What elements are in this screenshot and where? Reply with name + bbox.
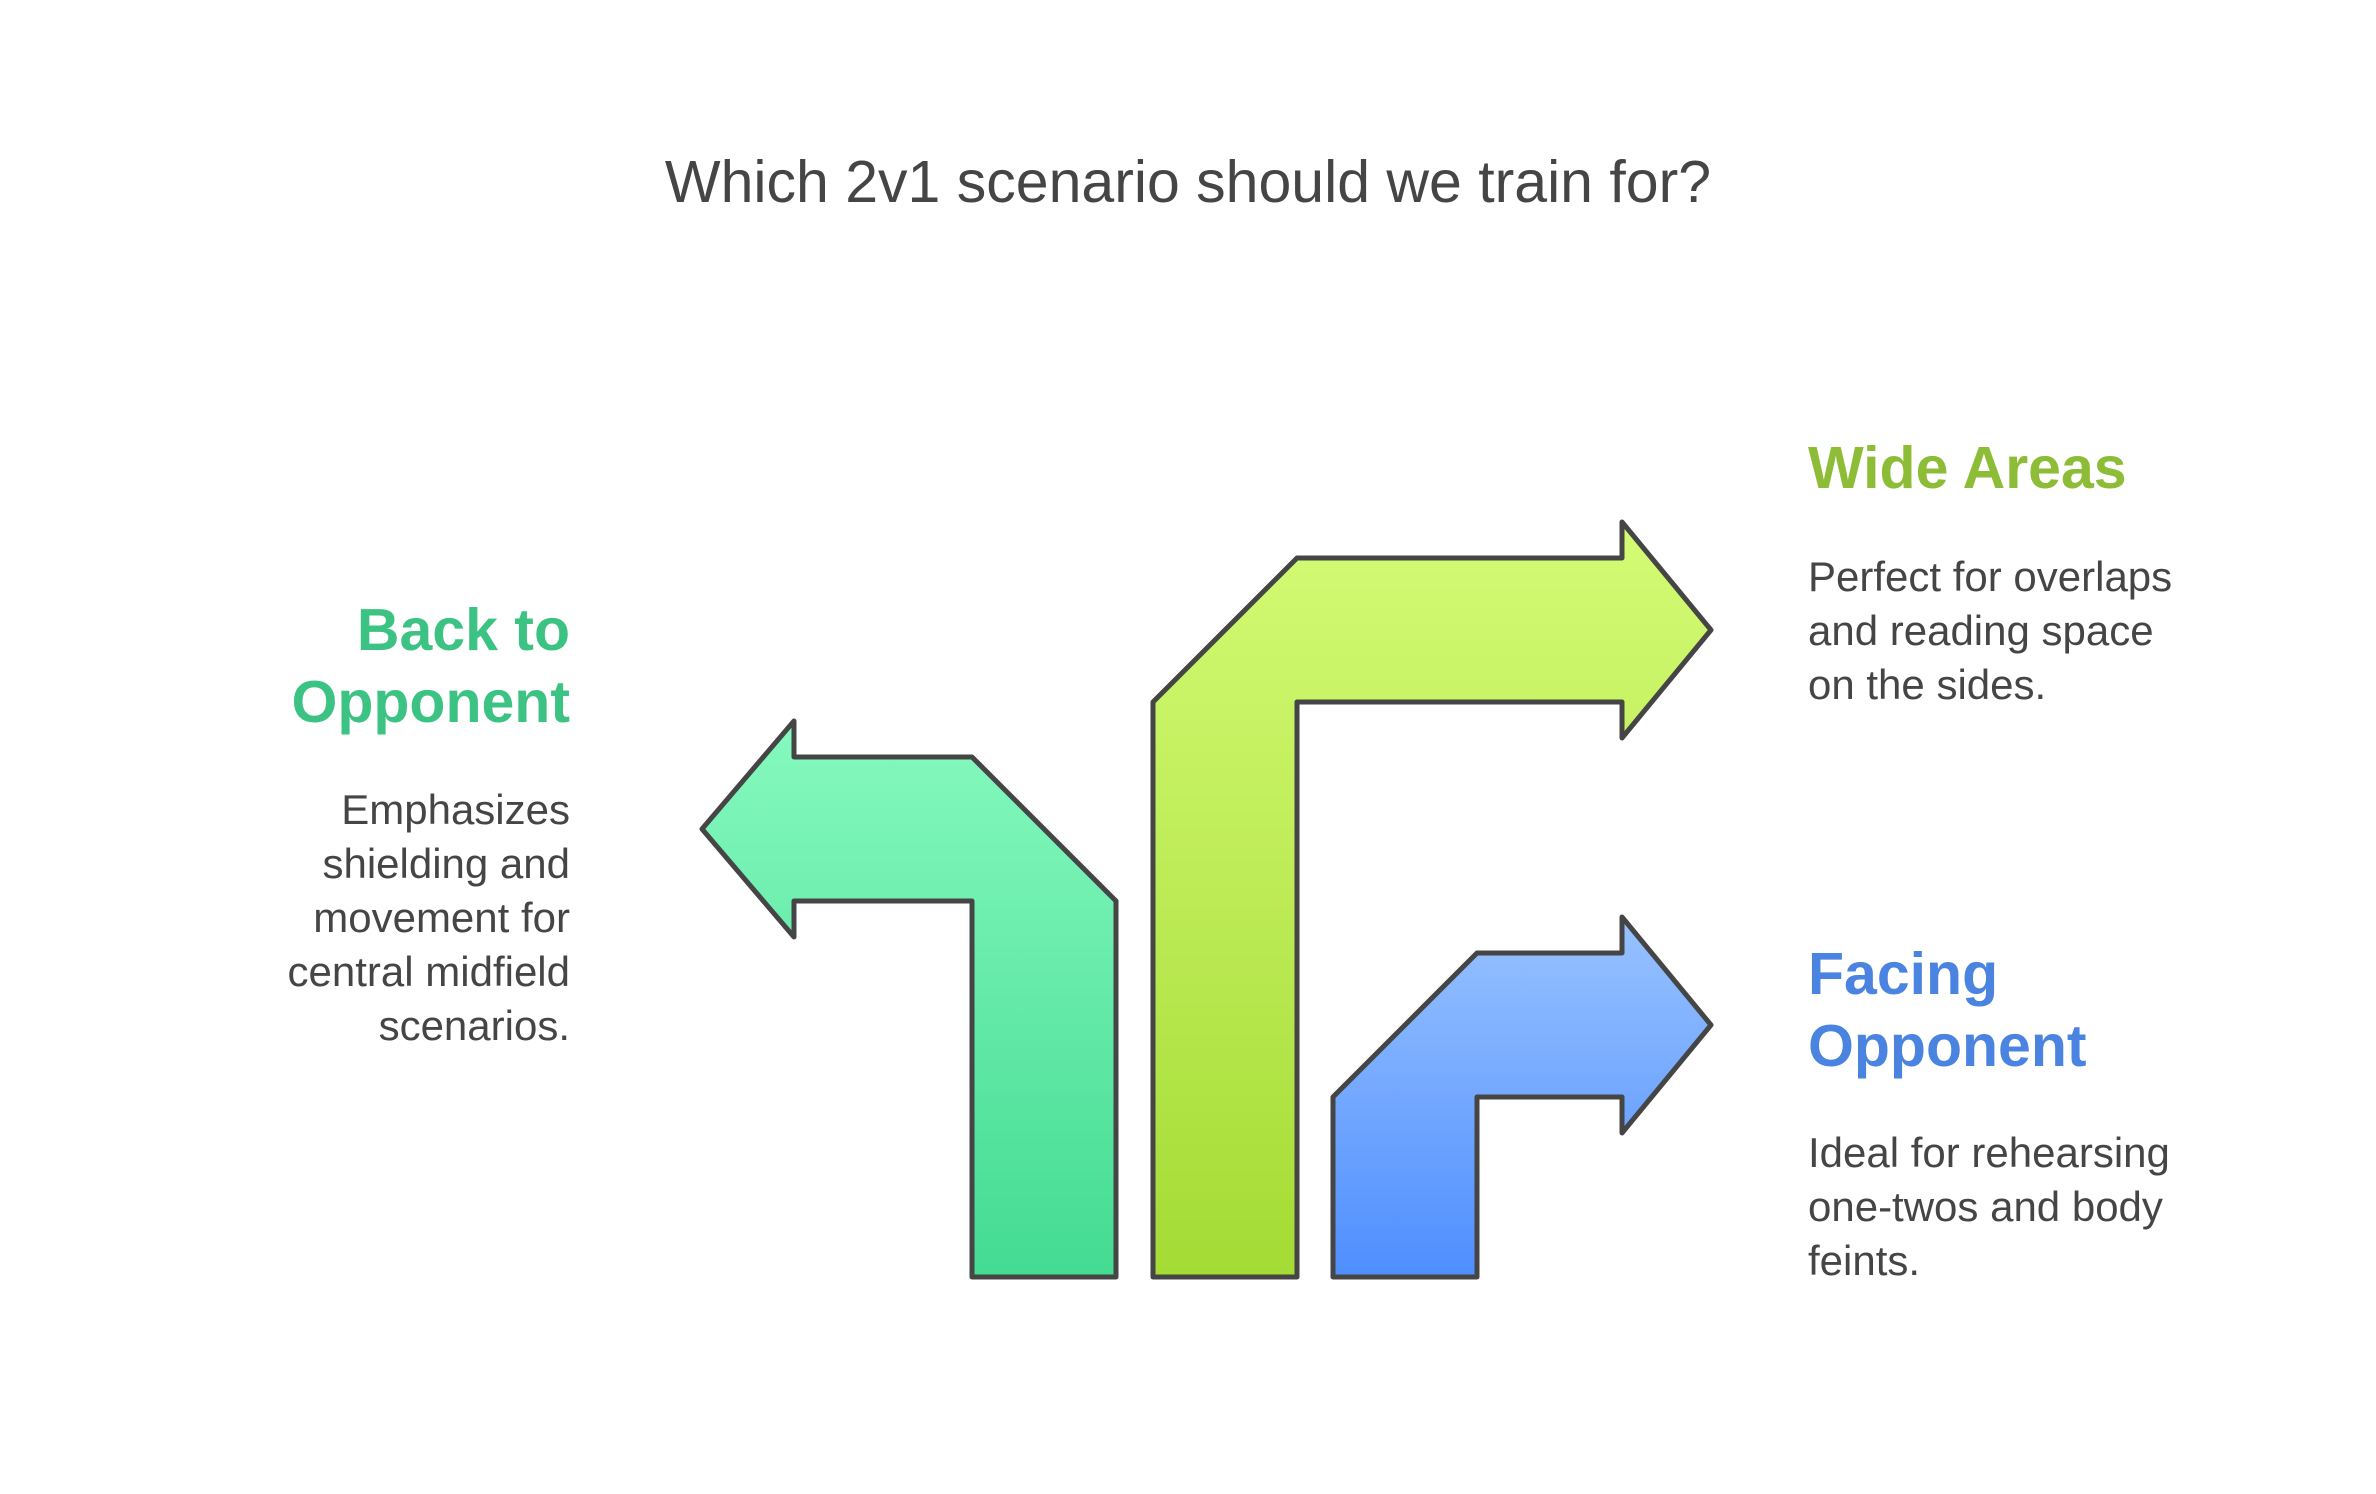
back-to-opponent-heading: Back to Opponent xyxy=(291,597,570,735)
wide-areas-description: Perfect for overlaps and reading space o… xyxy=(1808,553,2173,708)
wide-areas-arrow xyxy=(1150,519,1714,1280)
back-to-opponent-description: Emphasizes shielding and movement for ce… xyxy=(287,786,570,1049)
wide-areas-heading: Wide Areas xyxy=(1808,435,2127,501)
facing-opponent-arrow xyxy=(1330,914,1714,1280)
page-title: Which 2v1 scenario should we train for? xyxy=(664,149,1712,215)
facing-opponent-description: Ideal for rehearsing one-twos and body f… xyxy=(1808,1129,2170,1284)
back-to-opponent-arrow xyxy=(699,718,1119,1280)
facing-opponent-heading: Facing Opponent xyxy=(1808,941,2087,1079)
